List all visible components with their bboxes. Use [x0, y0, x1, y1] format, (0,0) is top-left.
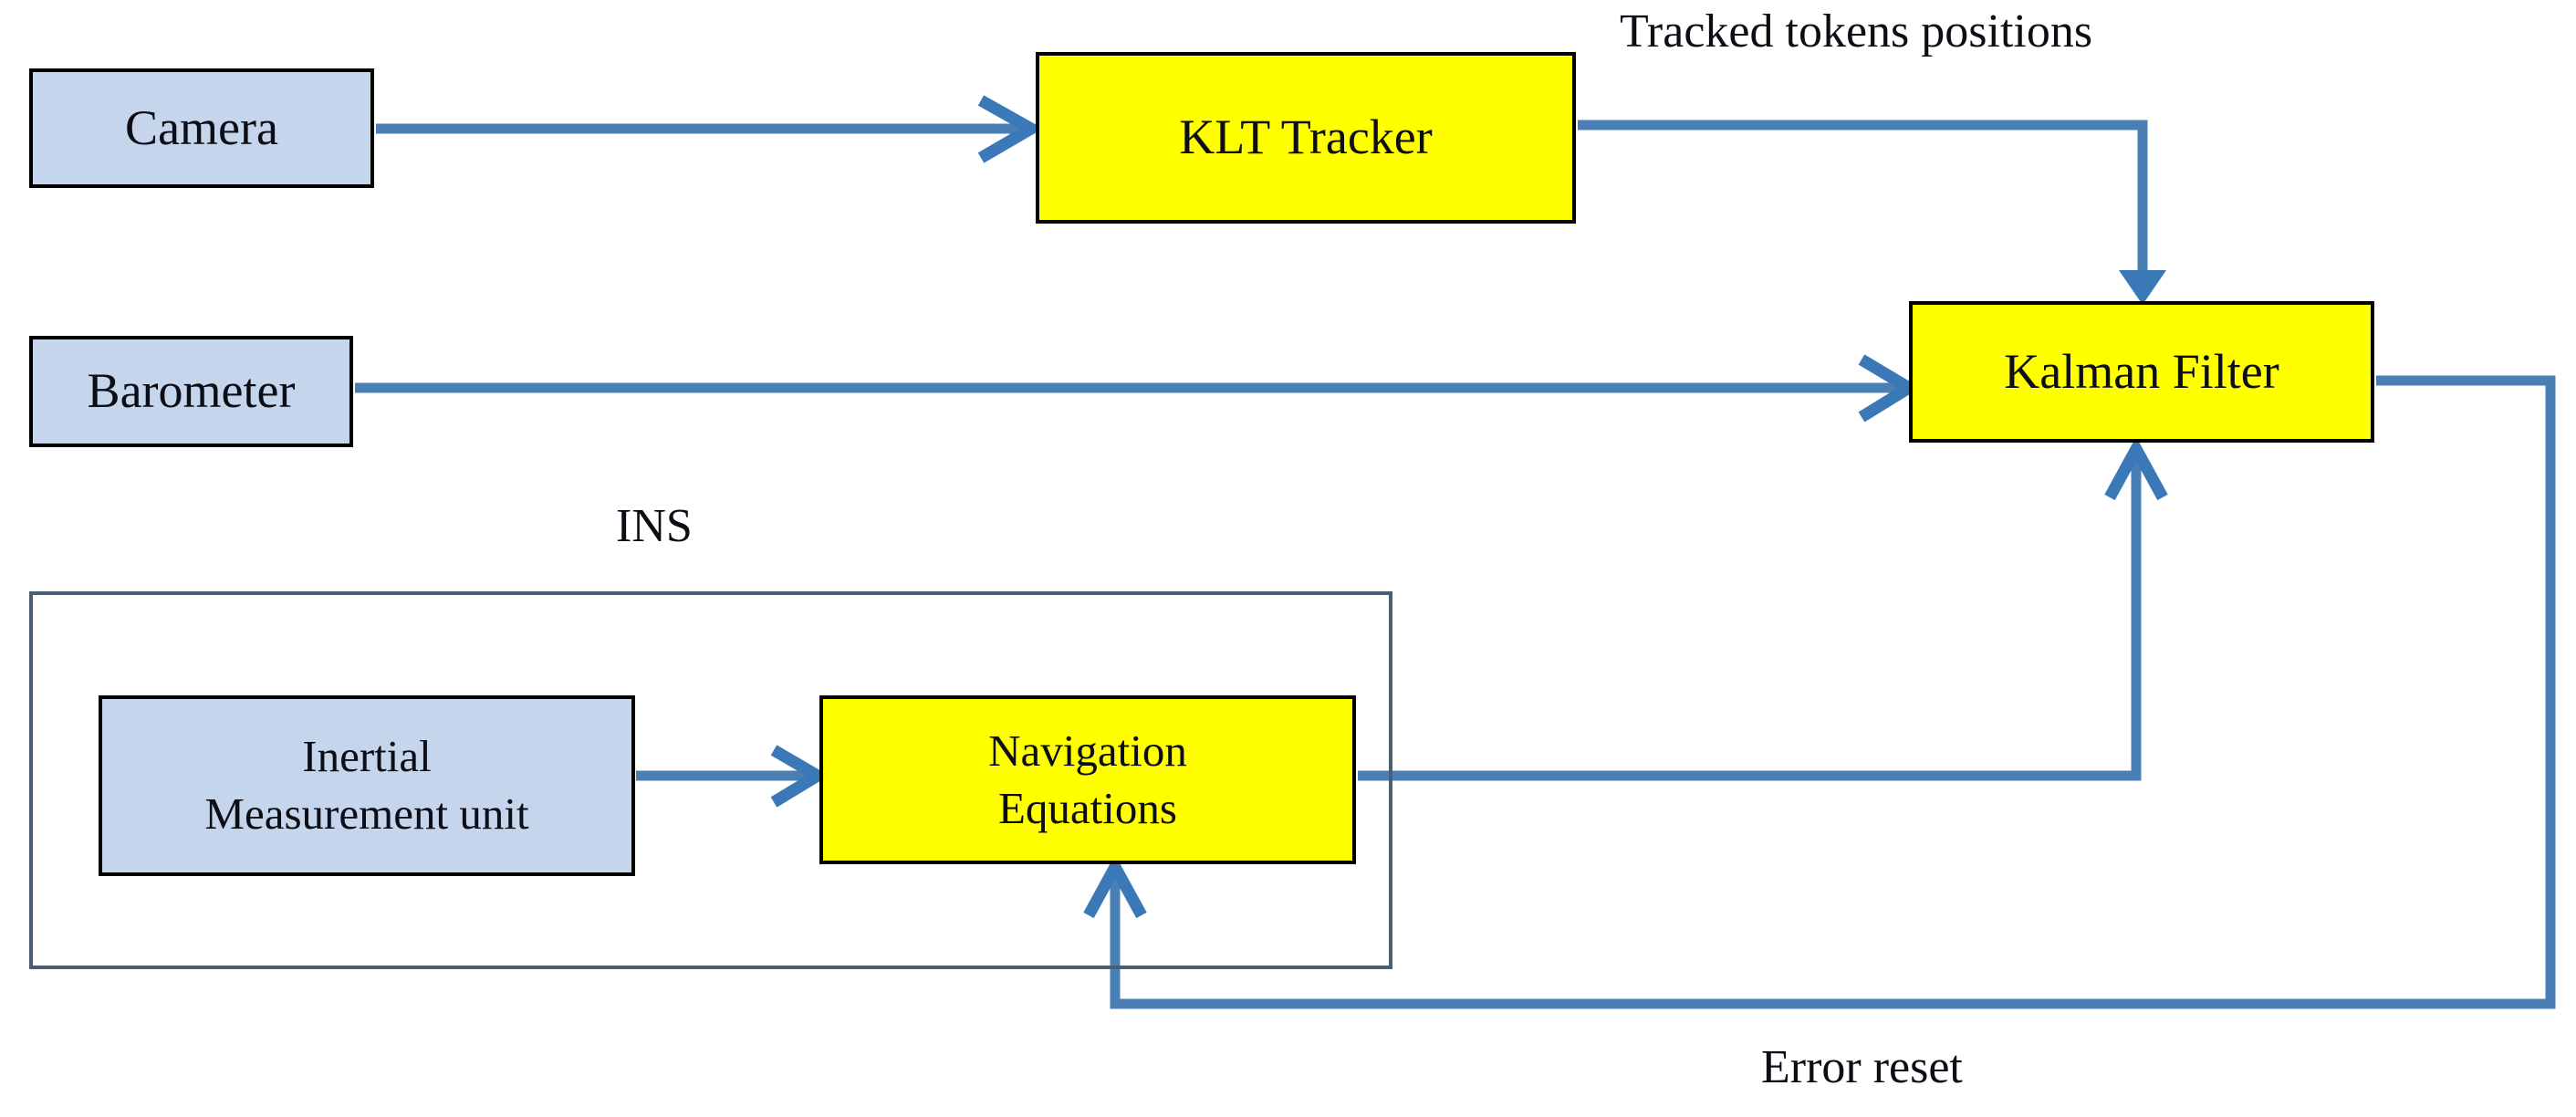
node-kalman-filter-label: Kalman Filter — [2004, 343, 2279, 399]
ins-group-label: INS — [616, 500, 693, 552]
node-navigation-equations-label-line2: Equations — [998, 782, 1177, 833]
node-camera[interactable]: Camera — [29, 68, 374, 188]
node-klt-tracker[interactable]: KLT Tracker — [1036, 52, 1576, 224]
node-camera-label: Camera — [125, 99, 278, 155]
node-imu-label-line2: Measurement unit — [204, 788, 529, 839]
node-navigation-equations[interactable]: Navigation Equations — [819, 695, 1356, 864]
edge-klt-to-kalman — [1578, 120, 2166, 305]
edge-navequation-to-kalman — [1358, 436, 2168, 781]
node-barometer-label: Barometer — [87, 363, 296, 419]
edge-barometer-to-kalman — [355, 354, 1921, 423]
node-imu-label-line1: Inertial — [302, 731, 432, 782]
node-kalman-filter[interactable]: Kalman Filter — [1909, 301, 2374, 443]
node-klt-tracker-label: KLT Tracker — [1179, 110, 1433, 165]
edge-camera-to-klt — [376, 95, 1044, 163]
node-inertial-measurement-unit[interactable]: Inertial Measurement unit — [99, 695, 635, 876]
error-reset-label: Error reset — [1761, 1041, 1963, 1093]
ins-group-box — [29, 591, 1392, 969]
tracked-tokens-positions-label: Tracked tokens positions — [1620, 5, 2093, 57]
node-navigation-equations-label-line1: Navigation — [988, 725, 1187, 776]
node-barometer[interactable]: Barometer — [29, 336, 353, 447]
